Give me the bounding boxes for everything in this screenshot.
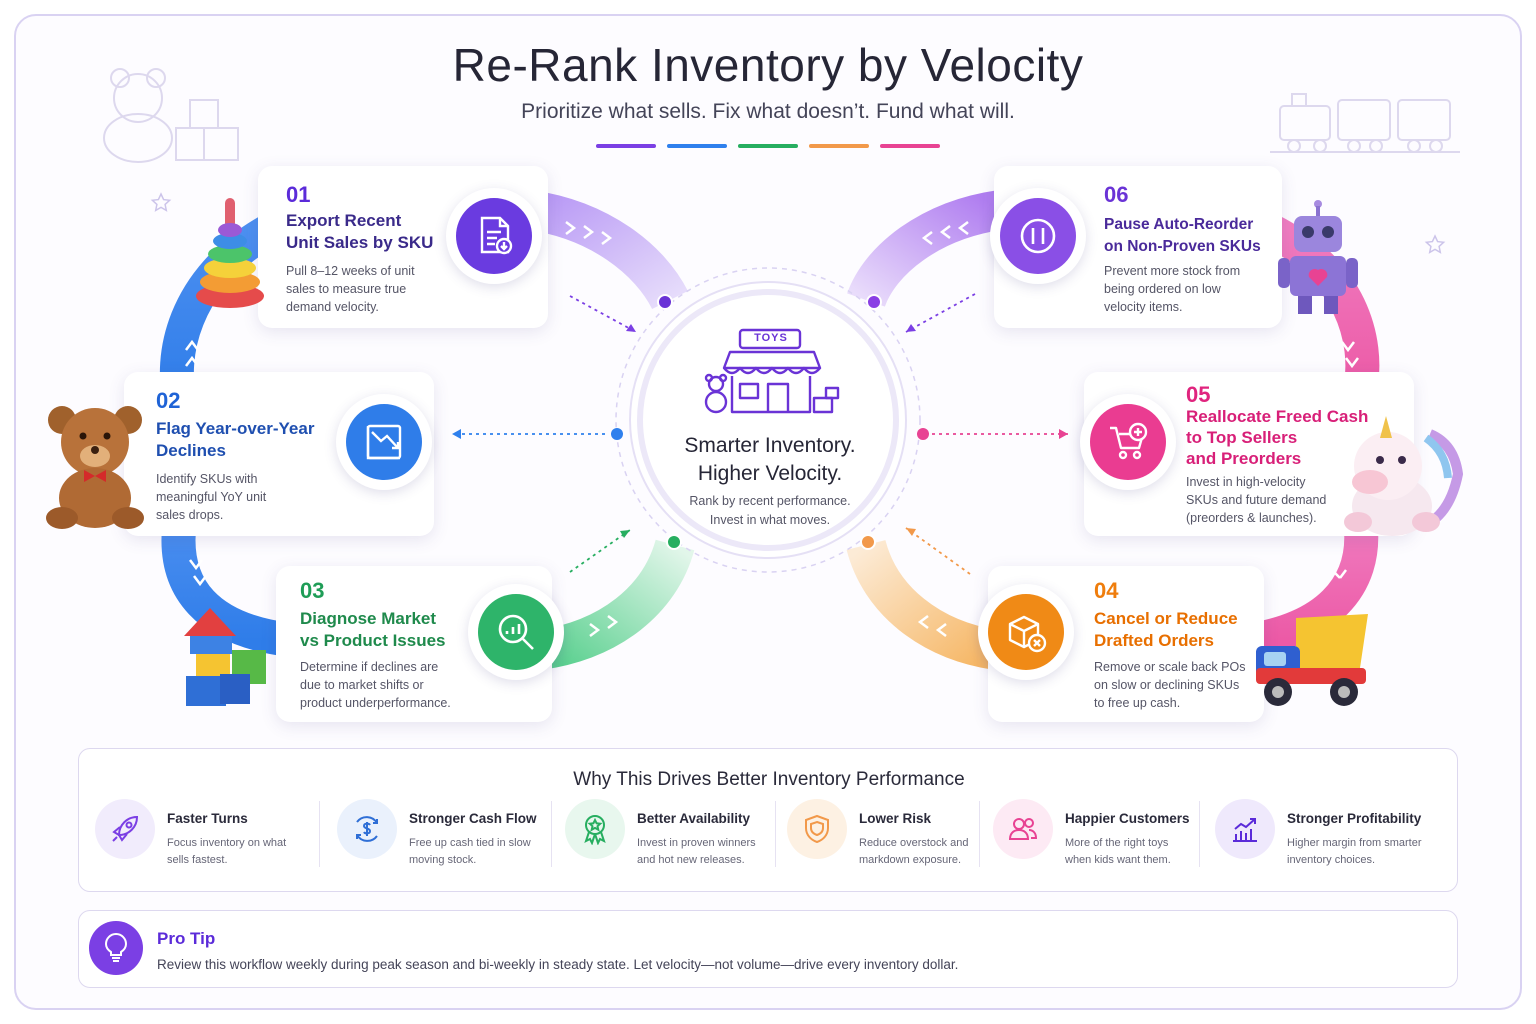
arc-pink-bottom (1247, 517, 1379, 657)
center-title-line1: Smarter Inventory. (684, 434, 856, 457)
benefit-title: Stronger Cash Flow (409, 811, 537, 826)
step-01-number: 01 (286, 182, 311, 207)
step-04-icon-circle (978, 584, 1074, 680)
document-download-icon (456, 198, 532, 274)
step-01-icon-circle (446, 188, 542, 284)
accent-underline-blue (667, 144, 727, 148)
cart-plus-icon (1090, 404, 1166, 480)
benefit-title: Better Availability (637, 811, 751, 826)
arc-green (536, 538, 695, 670)
dump-truck-toy-icon (1256, 614, 1368, 706)
rocket-icon (95, 799, 155, 859)
toy-store-icon (704, 328, 840, 414)
benefit-divider (1199, 801, 1200, 867)
arc-orange (846, 539, 1000, 670)
arc-purple-right (847, 190, 1004, 308)
building-blocks-toy-icon (184, 608, 266, 706)
page-title: Re-Rank Inventory by Velocity (452, 39, 1084, 91)
teddy-bear-toy-icon (46, 406, 144, 529)
center-desc-line1: Rank by recent performance. (689, 494, 851, 508)
step-05-number: 05 (1186, 382, 1211, 407)
step-05-icon-circle (1080, 394, 1176, 490)
center-title: Smarter Inventory. Higher Velocity. (640, 432, 900, 488)
step-06-icon-circle (990, 188, 1086, 284)
step-04-number: 04 (1094, 578, 1119, 603)
award-ribbon-icon (565, 799, 625, 859)
cycle-arrows-diagram (159, 190, 1380, 670)
accent-underline-orange (809, 144, 869, 148)
accent-underline-pink (880, 144, 940, 148)
star-decoration-icon (150, 192, 172, 212)
benefit-divider (319, 801, 320, 867)
users-icon (993, 799, 1053, 859)
bar-trend-icon (1215, 799, 1275, 859)
trend-down-chart-icon (346, 404, 422, 480)
pause-icon (1000, 198, 1076, 274)
benefit-title: Faster Turns (167, 811, 248, 826)
page-subtitle: Prioritize what sells. Fix what doesn’t.… (521, 100, 1015, 123)
magnifier-chart-icon (478, 594, 554, 670)
unicorn-plush-toy-icon (1344, 416, 1464, 536)
step-02-number: 02 (156, 388, 181, 413)
benefits-title: Why This Drives Better Inventory Perform… (573, 769, 965, 790)
pro-tip-panel: Pro Tip Review this workflow weekly duri… (78, 910, 1458, 988)
store-sign: TOYS (754, 332, 788, 344)
benefit-divider (551, 801, 552, 867)
benefit-title: Happier Customers (1065, 811, 1190, 826)
box-cancel-icon (988, 594, 1064, 670)
arc-purple-left (526, 190, 688, 310)
accent-underline-green (738, 144, 798, 148)
stacking-rings-toy-icon (196, 198, 264, 308)
dollar-cycle-icon (337, 799, 397, 859)
train-outline-decoration-icon (1270, 93, 1460, 153)
center-title-line2: Higher Velocity. (697, 462, 843, 485)
accent-underline-purple (596, 144, 656, 148)
lightbulb-icon (89, 921, 143, 975)
benefit-divider (775, 801, 776, 867)
benefit-title: Stronger Profitability (1287, 811, 1422, 826)
arc-blue-bottom (161, 517, 293, 657)
star-decoration-icon (1424, 234, 1446, 254)
pro-tip-label: Pro Tip (157, 929, 216, 948)
teddy-outline-decoration-icon (103, 68, 239, 163)
pro-tip-text: Review this workflow weekly during peak … (157, 957, 959, 972)
shield-icon (787, 799, 847, 859)
center-description: Rank by recent performance. Invest in wh… (640, 492, 900, 530)
step-03-number: 03 (300, 578, 325, 603)
center-desc-line2: Invest in what moves. (709, 513, 831, 527)
benefit-divider (979, 801, 980, 867)
step-06-number: 06 (1104, 182, 1129, 207)
benefit-title: Lower Risk (859, 811, 932, 826)
step-02-icon-circle (336, 394, 432, 490)
step-03-icon-circle (468, 584, 564, 680)
robot-toy-icon (1278, 200, 1358, 314)
benefits-panel: Why This Drives Better Inventory Perform… (78, 748, 1458, 892)
